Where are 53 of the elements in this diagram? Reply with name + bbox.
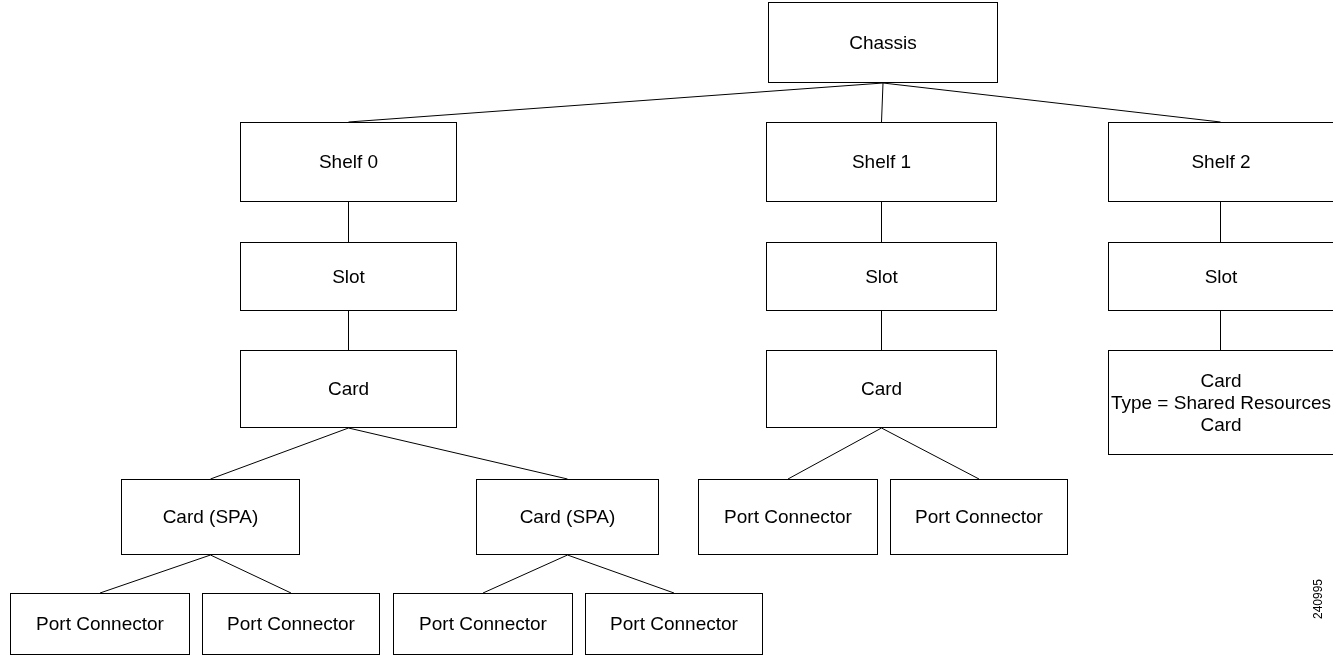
box-label: Shelf 1 bbox=[851, 151, 912, 173]
box-label: Port Connector bbox=[419, 613, 547, 635]
hierarchy-box bbox=[121, 479, 300, 555]
hierarchy-box bbox=[202, 593, 380, 655]
box-label: Chassis bbox=[849, 31, 917, 54]
box-label: Port Connector bbox=[724, 506, 852, 528]
connector-line bbox=[881, 201, 882, 243]
box-label: Port Connector bbox=[227, 613, 355, 635]
hierarchy-box bbox=[1108, 242, 1333, 311]
connector-line bbox=[787, 427, 882, 480]
hierarchy-box bbox=[476, 479, 659, 555]
hierarchy-box bbox=[1108, 122, 1333, 202]
hierarchy-box bbox=[766, 242, 997, 311]
box-label: Port Connector bbox=[36, 613, 164, 635]
hierarchy-box bbox=[1108, 350, 1333, 455]
hierarchy-box bbox=[393, 593, 573, 655]
box-label: Port Connector bbox=[610, 613, 738, 635]
hierarchy-box bbox=[698, 479, 878, 555]
connector-line bbox=[348, 201, 349, 243]
connector-line bbox=[99, 554, 211, 594]
connector-line bbox=[210, 427, 349, 480]
hierarchy-box bbox=[240, 350, 457, 428]
box-label: Slot bbox=[1204, 265, 1238, 288]
box-label: Shelf 2 bbox=[1191, 151, 1251, 173]
hierarchy-box bbox=[766, 122, 997, 202]
connector-line bbox=[1220, 201, 1221, 243]
box-label: Card (SPA) bbox=[519, 506, 616, 528]
box-label: Type = Shared Resources Card bbox=[1109, 391, 1333, 436]
box-label: Card bbox=[860, 378, 903, 400]
connector-line bbox=[482, 554, 568, 594]
figure-number: 240995 bbox=[1310, 579, 1326, 619]
connector-line bbox=[567, 554, 675, 594]
connector-line bbox=[348, 310, 349, 351]
box-label: Card (SPA) bbox=[162, 506, 259, 528]
connector-line bbox=[210, 554, 292, 594]
box-label: Shelf 0 bbox=[318, 151, 379, 173]
box-label: Card bbox=[327, 378, 370, 400]
hierarchy-box bbox=[768, 2, 998, 83]
connector-line bbox=[1220, 310, 1221, 351]
hierarchy-box bbox=[240, 122, 457, 202]
hierarchy-box bbox=[585, 593, 763, 655]
connector-line bbox=[881, 82, 884, 123]
box-label: Port Connector bbox=[915, 506, 1043, 528]
hierarchy-box bbox=[10, 593, 190, 655]
hierarchy-box bbox=[240, 242, 457, 311]
box-label: Slot bbox=[332, 265, 365, 288]
box-label: Card bbox=[1200, 369, 1242, 392]
hierarchy-box bbox=[766, 350, 997, 428]
connector-line bbox=[348, 427, 568, 480]
box-label: Slot bbox=[865, 265, 898, 288]
connector-line bbox=[881, 427, 980, 480]
hierarchy-box bbox=[890, 479, 1068, 555]
connector-line bbox=[881, 310, 882, 351]
